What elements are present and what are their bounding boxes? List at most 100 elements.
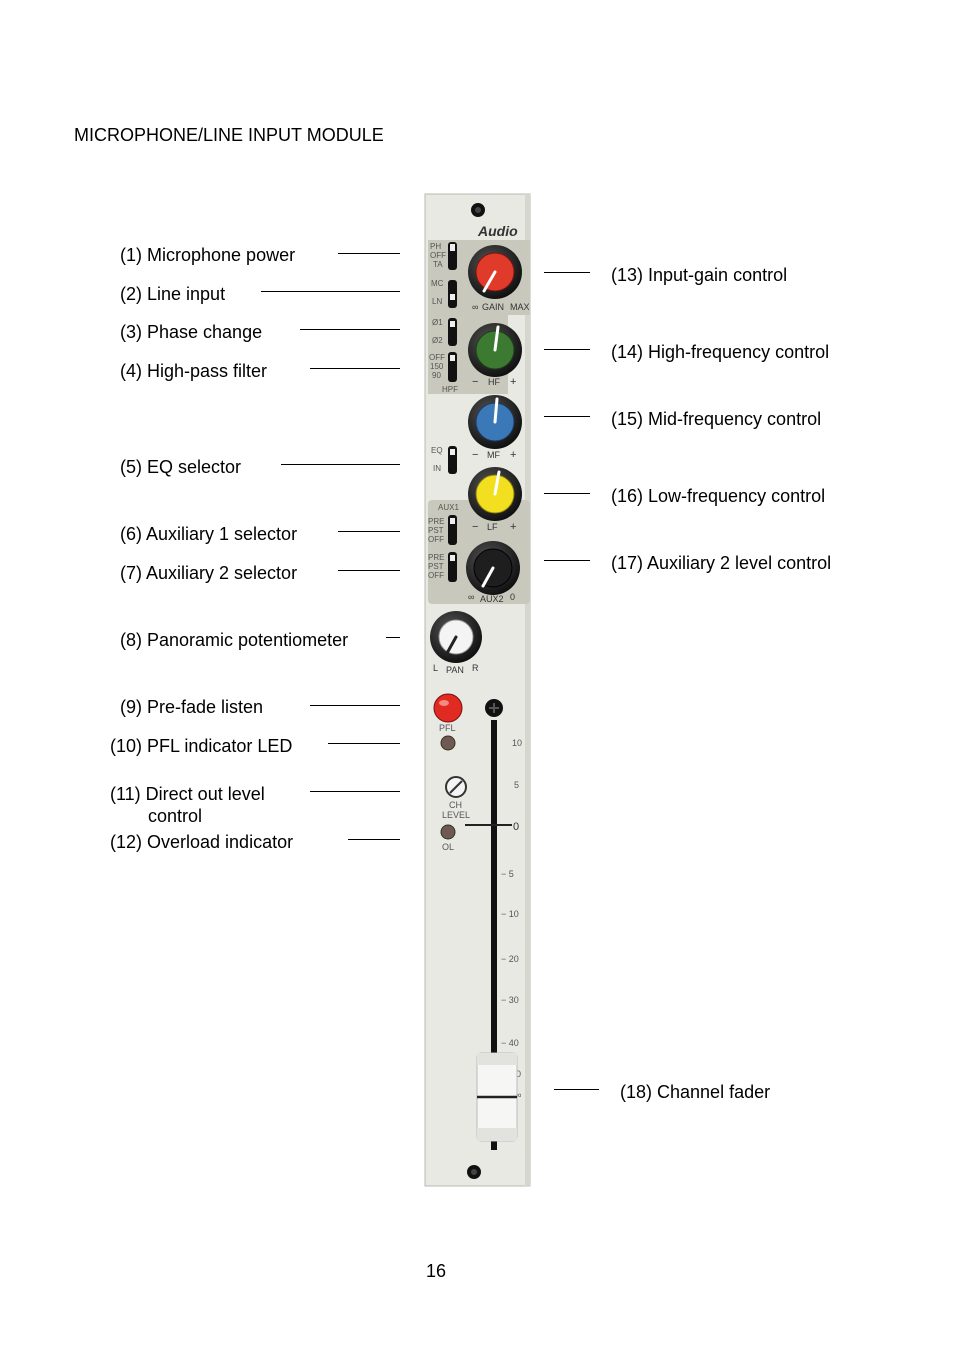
switch-phase[interactable] [448,318,457,346]
aux2-knob[interactable] [466,541,520,595]
switch-label: LN [432,297,442,306]
callout-high-frequency-control: (14) High-frequency control [611,342,830,362]
panel-edge [525,194,530,1186]
callout-auxiliary-2-level-control: (17) Auxiliary 2 level control [611,553,832,573]
switch-aux1[interactable] [448,515,457,545]
leader-line [544,349,590,350]
lf-plus-label: + [510,521,516,533]
gain-max-label: MAX [510,302,530,312]
switch-hpf[interactable] [448,352,457,382]
pan-knob[interactable] [430,611,482,663]
lf-minus-label: − [472,521,478,533]
aux2-label: AUX2 [480,594,504,604]
lf-label: LF [487,522,498,532]
pfl-button[interactable] [433,693,463,723]
leader-line [310,368,400,369]
leader-line [544,416,590,417]
leader-line [348,839,400,840]
leader-line [386,637,400,638]
switch-label: Ø1 [432,318,443,327]
leader-line [544,560,590,561]
fader-scale-label: 0 [513,821,519,833]
screw-center [475,207,481,213]
switch-label: OFF [429,353,445,362]
mf-label: MF [487,450,500,460]
switch-label: 90 [432,371,441,380]
level-label: LEVEL [442,810,470,820]
fader-scale-label: − 10 [501,909,519,919]
gain-min-label: ∞ [472,302,478,312]
callout-pre-fade-listen: (9) Pre-fade listen [120,697,264,717]
callout-eq-selector: (5) EQ selector [120,457,242,477]
hf-plus-label: + [510,376,516,388]
switch-label: OFF [430,251,446,260]
callout-mid-frequency-control: (15) Mid-frequency control [611,409,822,429]
leader-line [544,493,590,494]
fader-scale-label: ∞ [515,1090,521,1100]
overload-led [440,824,456,840]
pan-right-label: R [472,663,479,673]
fader-scale-label: − 20 [501,954,519,964]
pfl-label: PFL [439,723,456,733]
leader-line [310,705,400,706]
switch-label: TA [433,260,443,269]
fader-scale-label: 5 [514,780,519,790]
callout-channel-fader: (18) Channel fader [620,1082,771,1102]
fader-scale-label: − 5 [501,869,514,879]
switch-label: OFF [428,535,444,544]
ch-level-trim[interactable] [445,776,467,798]
mf-knob[interactable] [468,395,522,449]
callout-low-frequency-control: (16) Low-frequency control [611,486,826,506]
switch-eq[interactable] [448,446,457,474]
hf-minus-label: − [472,376,478,388]
leader-line [544,272,590,273]
gain-knob[interactable] [468,245,522,299]
aux1-header: AUX1 [438,503,459,512]
callout-microphone-power: (1) Microphone power [120,245,296,265]
switch-label: Ø2 [432,336,443,345]
fader-scale-label: 0 [516,1069,521,1079]
switch-ph-off-ta[interactable] [448,242,457,270]
pan-label: PAN [446,665,464,675]
callout-high-pass-filter: (4) High-pass filter [120,361,268,381]
fader-scale-label: − 30 [501,995,519,1005]
switch-label: 150 [430,362,444,371]
callout-line-input: (2) Line input [120,284,226,304]
leader-line [300,329,400,330]
switch-label: IN [433,464,441,473]
pan-left-label: L [433,663,438,673]
ol-label: OL [442,842,454,852]
switch-label: OFF [428,571,444,580]
fader-scale-label: 10 [512,738,522,748]
switch-label: EQ [431,446,443,455]
switch-mc-ln[interactable] [448,280,457,308]
mf-plus-label: + [510,449,516,461]
callout-phase-change: (3) Phase change [120,322,263,342]
screw-center [471,1169,477,1175]
leader-line [281,464,400,465]
mf-minus-label: − [472,449,478,461]
switch-label: PH [430,242,441,251]
input-module-panel: Audio PH OFF TA MC LN Ø1 Ø2 OFF 150 90 H… [424,193,531,1187]
leader-line [338,253,400,254]
hf-label: HF [488,377,500,387]
leader-line [338,570,400,571]
aux2-max-label: 0 [510,592,515,602]
channel-fader-knob[interactable] [476,1052,518,1142]
switch-aux2[interactable] [448,552,457,582]
switch-label: PRE [428,517,444,526]
page-number: 16 [426,1261,447,1281]
callout-auxiliary-2-selector: (7) Auxiliary 2 selector [120,563,298,583]
ch-label: CH [449,800,462,810]
switch-label: PST [428,562,444,571]
switch-label: PRE [428,553,444,562]
brand-logo: Audio [477,223,518,239]
lf-knob[interactable] [468,467,522,521]
hpf-caption: HPF [442,385,458,394]
hf-knob[interactable] [468,323,522,377]
leader-line [310,791,400,792]
switch-label: MC [431,279,444,288]
leader-line [328,743,400,744]
